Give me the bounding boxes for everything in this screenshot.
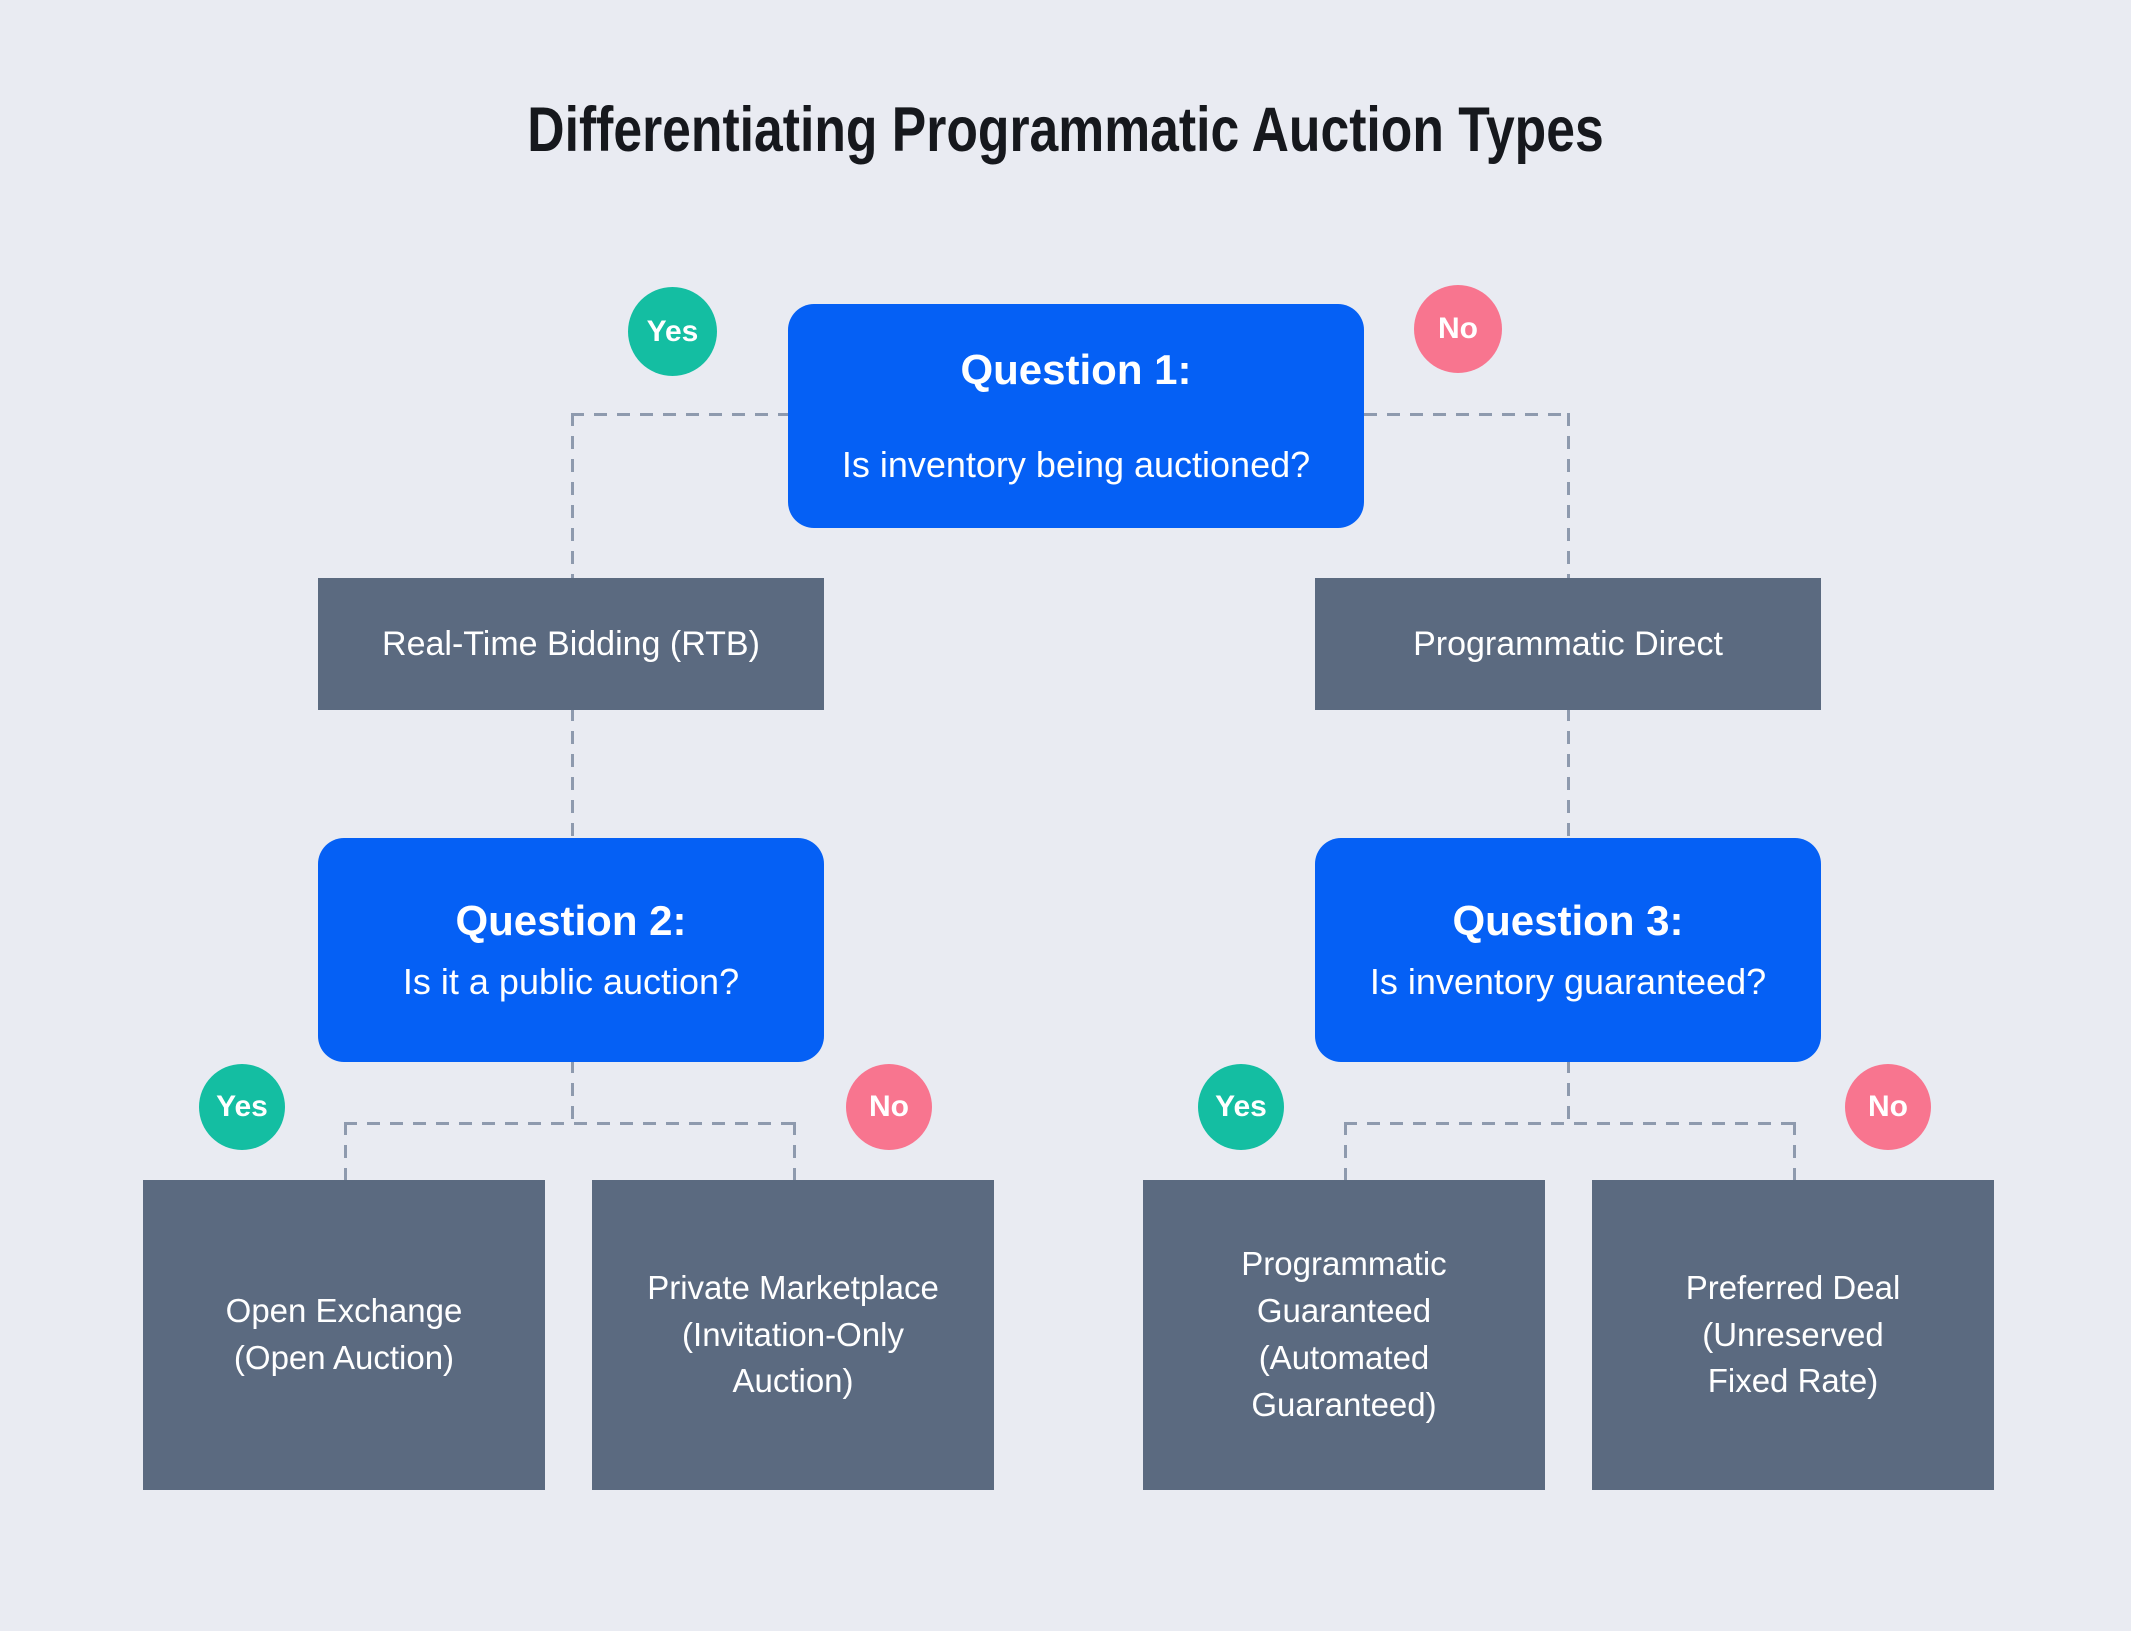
- yes-badge-label: Yes: [1215, 1090, 1267, 1123]
- connector-q3-split-horizontal: [1344, 1122, 1794, 1125]
- yes-badge-q1: Yes: [628, 287, 717, 376]
- connector-to-preferred-deal: [1793, 1122, 1796, 1182]
- connector-q1-to-direct-horizontal: [1364, 413, 1570, 416]
- outcome-open-exchange-label: Open Exchange (Open Auction): [225, 1292, 463, 1376]
- question-3-text: Is inventory guaranteed?: [1369, 960, 1767, 1002]
- connector-q3-down: [1567, 1060, 1570, 1124]
- connector-to-programmatic-guaranteed: [1344, 1122, 1347, 1182]
- connector-to-private-marketplace: [793, 1122, 796, 1182]
- question-3-node: Question 3: Is inventory guaranteed?: [1315, 838, 1821, 1062]
- branch-programmatic-direct-node: Programmatic Direct: [1315, 578, 1821, 710]
- question-2-heading: Question 2:: [455, 897, 687, 945]
- no-badge-label: No: [1868, 1090, 1908, 1123]
- question-1-text: Is inventory being auctioned?: [841, 443, 1311, 485]
- outcome-private-marketplace-node: Private Marketplace (Invitation-Only Auc…: [592, 1180, 994, 1490]
- yes-badge-label: Yes: [646, 314, 699, 348]
- outcome-preferred-deal-node: Preferred Deal (Unreserved Fixed Rate): [1592, 1180, 1994, 1490]
- connector-to-open-exchange: [344, 1122, 347, 1182]
- branch-programmatic-direct-label: Programmatic Direct: [1413, 624, 1723, 663]
- branch-rtb-node: Real-Time Bidding (RTB): [318, 578, 824, 710]
- question-2-text: Is it a public auction?: [402, 960, 740, 1002]
- outcome-programmatic-guaranteed-label: Programmatic Guaranteed (Automated Guara…: [1241, 1245, 1447, 1423]
- yes-badge-q3: Yes: [1198, 1064, 1284, 1150]
- outcome-private-marketplace-label: Private Marketplace (Invitation-Only Auc…: [647, 1268, 939, 1400]
- page-title: Differentiating Programmatic Auction Typ…: [527, 95, 1604, 165]
- connector-q1-to-rtb-horizontal: [571, 413, 788, 416]
- branch-rtb-label: Real-Time Bidding (RTB): [382, 624, 760, 663]
- no-badge-label: No: [869, 1090, 909, 1123]
- question-1-node: Question 1: Is inventory being auctioned…: [788, 304, 1364, 528]
- connector-direct-to-q3: [1567, 708, 1570, 840]
- outcome-preferred-deal-label: Preferred Deal (Unreserved Fixed Rate): [1685, 1268, 1901, 1400]
- connector-q1-to-direct-vertical: [1567, 413, 1570, 580]
- question-2-node: Question 2: Is it a public auction?: [318, 838, 824, 1062]
- no-badge-q1: No: [1414, 285, 1502, 373]
- question-1-heading: Question 1:: [960, 346, 1192, 394]
- connector-q1-to-rtb-vertical: [571, 413, 574, 580]
- connector-q2-down: [571, 1060, 574, 1124]
- no-badge-q2: No: [846, 1064, 932, 1150]
- question-3-heading: Question 3:: [1452, 897, 1684, 945]
- no-badge-label: No: [1438, 312, 1478, 345]
- yes-badge-label: Yes: [216, 1090, 268, 1123]
- no-badge-q3: No: [1845, 1064, 1931, 1150]
- yes-badge-q2: Yes: [199, 1064, 285, 1150]
- outcome-programmatic-guaranteed-node: Programmatic Guaranteed (Automated Guara…: [1143, 1180, 1545, 1490]
- outcome-open-exchange-node: Open Exchange (Open Auction): [143, 1180, 545, 1490]
- connector-rtb-to-q2: [571, 708, 574, 840]
- connector-q2-split-horizontal: [344, 1122, 794, 1125]
